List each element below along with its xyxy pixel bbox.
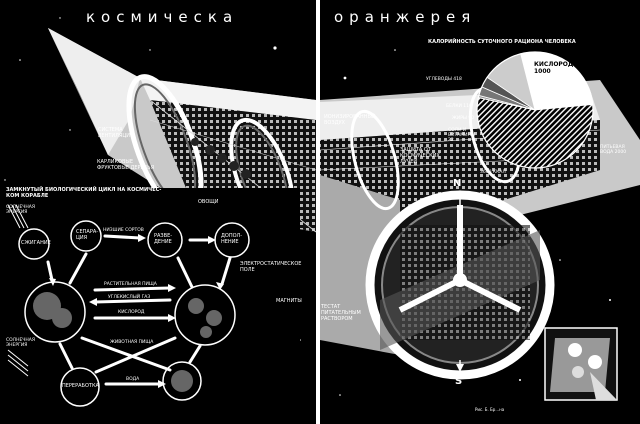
label-nutrient-plate: ТЕСТАТ ПИТАТЕЛЬНЫМ РАСТВОРОМ <box>321 304 361 322</box>
cycle-solar-energy-2: СОЛНЕЧНАЯ ЭНЕРГИЯ <box>6 338 35 349</box>
label-dwarf-trees: КАРЛИКОВЫЕ ФРУКТОВЫЕ ДЕРЕВЬЯ <box>97 159 155 171</box>
cycle-breeding: РАЗВЕ- ДЕНИЕ <box>154 233 173 245</box>
pie-label-oxygen: КИСЛОРОД 1000 <box>534 61 574 75</box>
cycle-water: ВОДА <box>126 377 140 382</box>
pie-total: 3600 ККАЛ <box>480 170 506 175</box>
cycle-heading: ЗАМКНУТЫЙ БИОЛОГИЧЕСКИЙ ЦИКЛ НА КОСМИЧЕС… <box>6 187 162 199</box>
pie-chart <box>476 51 594 169</box>
pie-label-fats: ЖИРЫ 90 <box>452 116 475 121</box>
cycle-addition: ДОПОЛ- НЕНИЕ <box>221 233 243 245</box>
cycle-co2: УГЛЕКИСЛЫЙ ГАЗ <box>108 295 151 300</box>
cycle-processing: ПЕРЕРАБОТКА <box>62 383 99 389</box>
cycle-solar-energy-1: СОЛНЕЧНАЯ ЭНЕРГИЯ <box>6 205 35 216</box>
label-ionized-air: ИОНИЗИРОВАННЫЙ ВОЗДУХ <box>324 114 376 126</box>
pie-outline <box>476 51 594 169</box>
label-electrostatic: ЭЛЕКТРОСТАТИЧЕСКОЕ ПОЛЕ <box>240 261 302 273</box>
end-ring <box>365 190 555 380</box>
label-magnets: МАГНИТЫ <box>276 298 302 304</box>
page-gutter <box>316 0 320 424</box>
pie-label-water: ПИТЬЕВАЯ ВОДА 2000 <box>600 145 627 156</box>
pie-title: КАЛОРИЙНОСТЬ СУТОЧНОГО РАЦИОНА ЧЕЛОВЕКА <box>428 39 576 45</box>
label-ventilation: СИСТЕМА ВЕНТИЛЯЦИИ <box>98 127 134 139</box>
label-vegetables: ОВОЩИ <box>198 199 219 205</box>
cycle-burn: СЖИГАНИЕ <box>21 240 51 246</box>
label-south: S <box>455 376 463 387</box>
pie-label-salts: СОЛИ И ВИТАМИНЫ 22 <box>448 128 475 144</box>
cycle-oxygen: КИСЛОРОД <box>118 310 145 315</box>
title-left: космическа <box>86 8 239 26</box>
title-right: оранжерея <box>334 8 477 26</box>
label-north: N <box>453 178 462 189</box>
cycle-meat: ЖИВОТНАЯ ПИЩА <box>110 340 154 345</box>
cycle-diagram <box>4 188 300 424</box>
cycle-low-sorts: НИЗШИЕ СОРТОВ <box>103 228 144 233</box>
pie-label-carbs: УГЛЕВОДЫ 418 <box>426 77 462 82</box>
cycle-plant-food: РАСТИТЕЛЬНАЯ ПИЩА <box>104 282 157 287</box>
compass-markers <box>456 190 464 372</box>
signature: Рис. Б. Бр...на <box>475 407 505 412</box>
cycle-separation: СЕПАРА- ЦИЯ <box>76 229 99 241</box>
label-ray-shield: ЗАЩИТА ОТ КОСМИЧЕСКИХ ЛУЧЕЙ <box>400 147 440 165</box>
pie-label-proteins: БЕЛКИ 110 <box>446 104 472 109</box>
inset-drawing <box>544 327 618 401</box>
